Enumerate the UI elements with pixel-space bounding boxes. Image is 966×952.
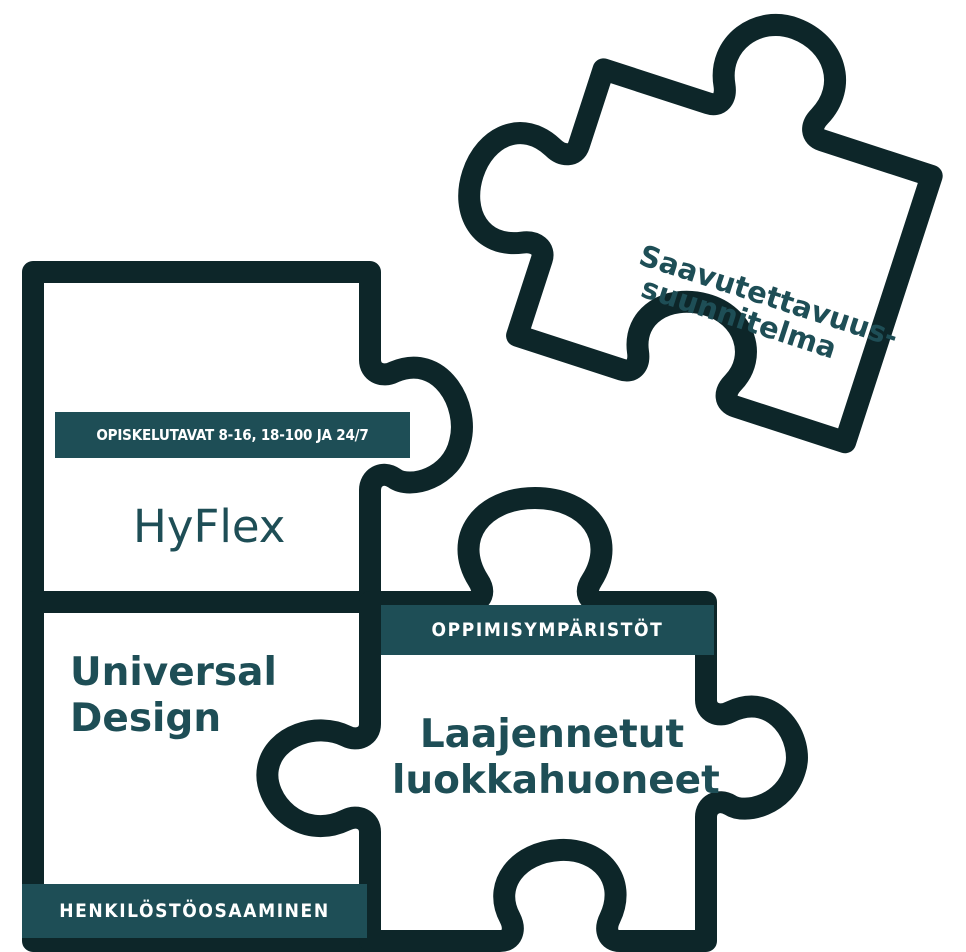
henkilostoosaaminen-label: HENKILÖSTÖOSAAMINEN (22, 884, 367, 938)
universal-design-line1: Universal (70, 650, 277, 695)
oppimisymparistot-label-text: OPPIMISYMPÄRISTÖT (431, 619, 664, 641)
laajennetut-title: Laajennetut luokkahuoneet (392, 712, 720, 804)
laajennetut-line1: Laajennetut (419, 712, 685, 757)
henkilostoosaaminen-label-text: HENKILÖSTÖOSAAMINEN (59, 900, 330, 922)
laajennetut-line2: luokkahuoneet (392, 758, 720, 804)
opiskelutavat-label-text: OPISKELUTAVAT 8-16, 18-100 JA 24/7 (96, 426, 369, 444)
universal-design-title: Universal Design (70, 650, 277, 742)
saavutettavuus-piece-outline (458, 13, 943, 454)
oppimisymparistot-label: OPPIMISYMPÄRISTÖT (381, 605, 714, 655)
opiskelutavat-label: OPISKELUTAVAT 8-16, 18-100 JA 24/7 (55, 412, 410, 458)
universal-design-line2: Design (70, 696, 222, 742)
hyflex-title: HyFlex (133, 500, 286, 553)
